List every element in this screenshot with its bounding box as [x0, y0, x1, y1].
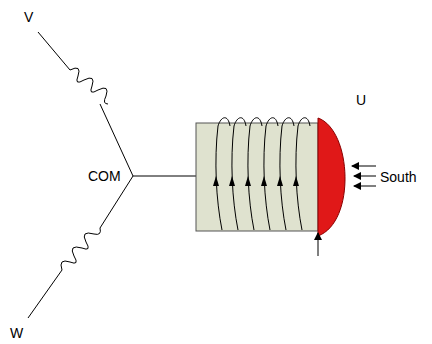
- phase-label: V: [24, 10, 33, 24]
- phase-label: W: [10, 326, 23, 340]
- v-winding: [38, 32, 133, 176]
- coil-arrow: [277, 176, 283, 186]
- coil-turn: [296, 118, 310, 230]
- common-label: COM: [88, 169, 121, 183]
- coil-arrow: [229, 176, 235, 186]
- coil-arrow: [213, 176, 219, 186]
- coil-turn: [264, 118, 278, 230]
- coil-turn: [216, 118, 230, 230]
- coil-turn: [232, 118, 246, 230]
- pole-face: [318, 118, 345, 236]
- coil-turn: [248, 118, 262, 230]
- coil-arrow: [261, 176, 267, 186]
- coil-arrow: [293, 176, 299, 186]
- coil-turn: [280, 118, 294, 230]
- w-winding: [28, 176, 133, 318]
- pole-label: South: [380, 170, 417, 184]
- flux-arrows: [352, 166, 376, 186]
- phase-label: U: [356, 93, 366, 107]
- current-arrow: [318, 233, 319, 256]
- coil-arrow: [245, 176, 251, 186]
- coil-windings: [213, 118, 310, 230]
- u-wire: [133, 176, 196, 177]
